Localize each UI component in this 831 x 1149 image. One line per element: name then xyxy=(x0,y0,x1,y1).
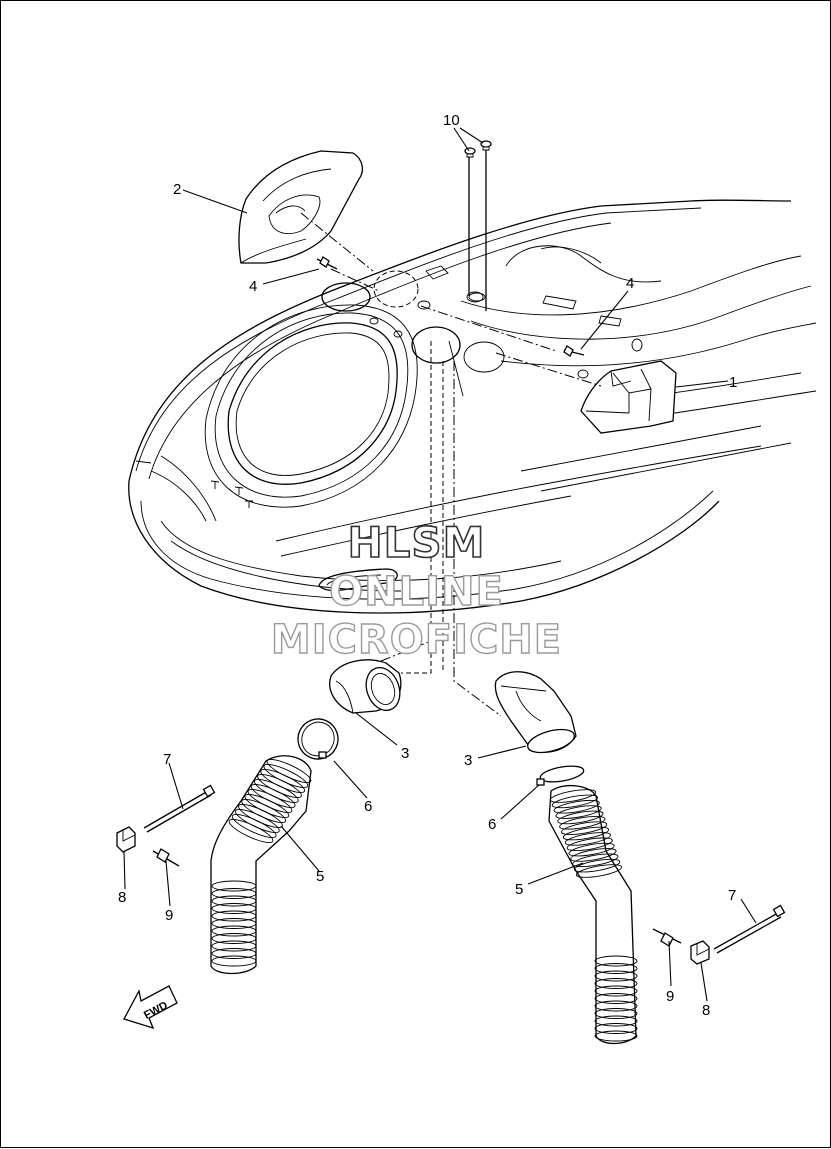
hose-rib xyxy=(211,955,257,967)
hose-rib xyxy=(594,1000,638,1012)
hose-rib xyxy=(594,963,638,974)
hose-rib xyxy=(572,853,619,868)
hose-rib xyxy=(549,789,597,803)
hose-rib xyxy=(211,925,257,937)
part-2-vent-cover xyxy=(238,150,364,264)
callout-labels: 1 2 3 3 4 4 5 5 6 6 7 7 8 8 9 9 10 xyxy=(118,112,737,1019)
part-1-vent-cover xyxy=(580,360,677,434)
hose-rib xyxy=(557,810,604,825)
hose-rib xyxy=(211,940,257,952)
hose-rib xyxy=(211,910,257,922)
callout-3a: 3 xyxy=(401,745,409,762)
callout-2: 2 xyxy=(173,181,181,198)
hose-rib xyxy=(594,978,638,989)
hose-rib xyxy=(594,955,638,967)
hose-rib xyxy=(211,918,257,929)
hose-rib xyxy=(594,1030,638,1042)
part-10-rivets xyxy=(464,140,492,311)
part-4-screws xyxy=(316,256,585,357)
callout-6a: 6 xyxy=(364,798,372,815)
hose-rib xyxy=(553,799,600,814)
part-7-cable-ties xyxy=(143,784,786,954)
hose-rib xyxy=(228,819,274,843)
callout-5a: 5 xyxy=(316,868,324,885)
callout-3b: 3 xyxy=(464,752,472,769)
watermark-line-1: HLSM xyxy=(347,517,486,568)
hose-rib xyxy=(211,948,257,959)
hose-rib xyxy=(211,895,257,907)
part-5-hoses xyxy=(210,755,638,1045)
hose-rib xyxy=(594,1015,638,1027)
leader-lines xyxy=(123,127,757,1002)
hose-rib xyxy=(551,794,598,809)
part-3-duct-elbows xyxy=(329,659,577,754)
callout-10: 10 xyxy=(443,112,460,129)
hose-rib xyxy=(594,970,638,982)
hose-rib xyxy=(561,821,608,835)
hose-rib xyxy=(231,814,277,838)
hose-rib xyxy=(559,815,606,830)
callout-5b: 5 xyxy=(515,881,523,898)
hose-rib xyxy=(594,993,638,1004)
hose-rib xyxy=(594,985,638,997)
hose-rib xyxy=(568,842,615,857)
callout-1: 1 xyxy=(729,374,737,391)
callout-8b: 8 xyxy=(702,1002,710,1019)
callout-7a: 7 xyxy=(163,751,171,768)
hose-rib xyxy=(574,858,621,873)
callout-4b: 4 xyxy=(626,275,634,292)
hose-rib xyxy=(211,888,257,899)
hose-rib xyxy=(570,848,617,862)
callout-7b: 7 xyxy=(728,887,736,904)
fwd-arrow: FWD xyxy=(123,985,178,1030)
hose-rib xyxy=(566,837,613,852)
hose-rib xyxy=(555,805,602,819)
callout-9a: 9 xyxy=(165,907,173,924)
part-8-clips xyxy=(116,826,710,965)
hose-rib xyxy=(594,1023,638,1034)
callout-8a: 8 xyxy=(118,889,126,906)
hose-rib xyxy=(562,826,610,841)
hose-rib xyxy=(575,864,623,878)
hose-rib xyxy=(594,1008,638,1019)
watermark-line-3: MICROFICHE xyxy=(270,616,563,663)
callout-6b: 6 xyxy=(488,816,496,833)
part-6-clamps xyxy=(297,718,585,786)
hose-rib xyxy=(211,933,257,944)
callout-4a: 4 xyxy=(249,278,257,295)
assembly-lines xyxy=(300,212,602,717)
watermark-line-2: ONLINE xyxy=(328,568,504,615)
callout-9b: 9 xyxy=(666,988,674,1005)
hose-rib xyxy=(211,880,257,892)
hose-rib xyxy=(564,832,611,846)
hose-rib xyxy=(211,903,257,914)
part-9-rivets xyxy=(152,848,682,947)
